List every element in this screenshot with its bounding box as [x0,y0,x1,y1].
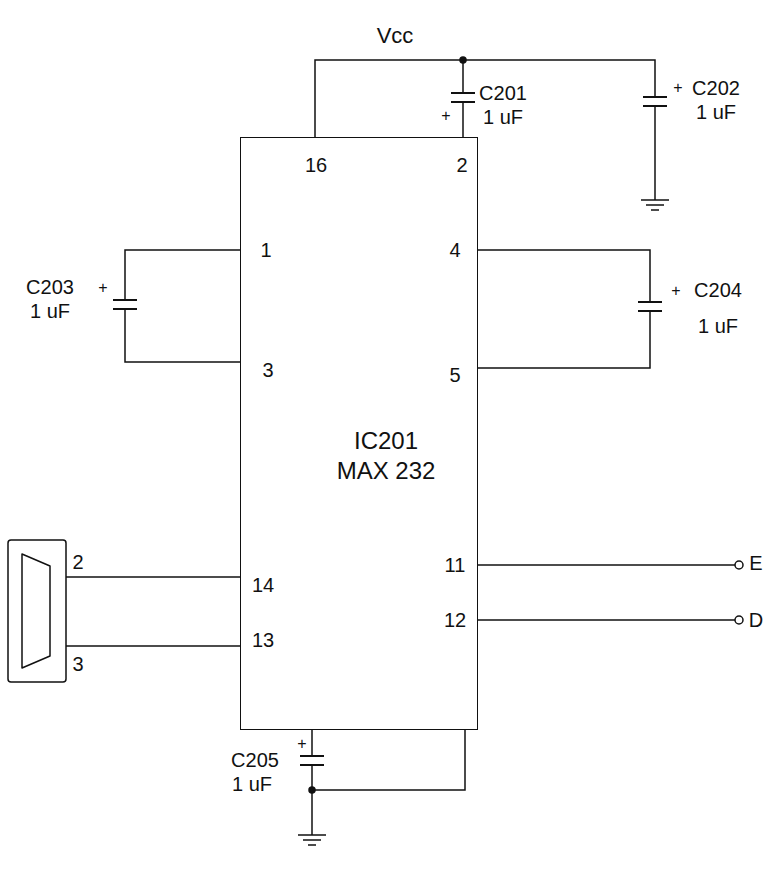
capacitor-symbol [643,96,667,98]
signal-name: D [749,610,763,630]
part-name: C203 [26,277,74,297]
wire [462,102,464,137]
pin-number: 4 [449,240,460,260]
pin-number: 3 [72,654,83,674]
wire [478,250,650,302]
vcc-wire [315,60,655,137]
ground-symbol [641,200,669,210]
wire [311,765,313,835]
part-value: 1 uF [30,301,70,321]
part-value: 1 uF [483,107,523,127]
polarity-mark: + [673,80,682,96]
part-value: 1 uF [698,316,738,336]
pin-number: 12 [444,610,466,630]
wire [66,576,240,578]
pin-number: 1 [260,240,271,260]
wire [478,564,735,566]
wire [478,619,735,621]
junction-dot [309,787,315,793]
part-value: 1 uF [696,102,736,122]
capacitor-symbol [451,92,475,94]
pin-number: 5 [449,365,460,385]
wire [462,60,464,93]
part-name: C202 [692,78,740,98]
capacitor-symbol [113,299,137,301]
part-name: C204 [694,280,742,300]
wire [125,250,240,300]
part-name: C201 [479,83,527,103]
ic-box: IC201 MAX 232 [240,137,478,730]
wire [125,309,240,362]
supply-name: Vcc [377,25,414,47]
ground-symbol [298,835,326,845]
pin-number: 13 [252,630,274,650]
capacitor-symbol [300,755,324,757]
pin-number: 3 [262,360,273,380]
polarity-mark: + [297,736,306,752]
wire [654,106,656,200]
capacitor-symbol [638,301,662,303]
wire [311,730,313,756]
polarity-mark: + [98,280,107,296]
part-name: C205 [231,750,279,770]
polarity-mark: + [671,283,680,299]
signal-name: E [749,553,762,573]
wire [66,645,240,647]
pin-number: 16 [305,155,327,175]
pin-number: 2 [456,155,467,175]
pin-number: 2 [72,552,83,572]
wire [312,730,465,790]
db9-connector [22,554,50,668]
pin-number: 11 [445,555,466,575]
terminal [735,561,743,569]
ic-name: IC201 MAX 232 [330,426,442,486]
db9-connector [8,540,66,682]
wire [478,311,650,368]
polarity-mark: + [441,108,450,124]
pin-number: 14 [252,575,274,595]
terminal [735,616,743,624]
part-value: 1 uF [232,774,272,794]
